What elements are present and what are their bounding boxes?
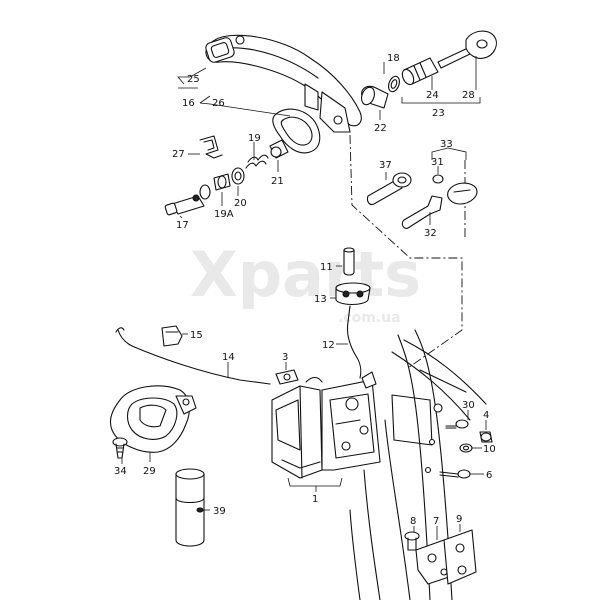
watermark-main: Xparts xyxy=(190,238,421,311)
callout-23: 23 xyxy=(432,108,445,119)
handle-gasket xyxy=(272,108,321,154)
leader-lines xyxy=(121,56,487,540)
callout-9: 9 xyxy=(456,514,462,525)
callout-12: 12 xyxy=(322,340,335,351)
lock-small-parts xyxy=(164,135,289,216)
callout-7: 7 xyxy=(433,516,439,527)
callout-22: 22 xyxy=(374,123,387,134)
callout-26: 26 xyxy=(212,98,225,109)
callout-19a: 19A xyxy=(214,209,234,220)
callout-15: 15 xyxy=(190,330,203,341)
callout-18: 18 xyxy=(387,53,400,64)
inner-handle xyxy=(109,385,197,453)
callout-16: 16 xyxy=(182,98,195,109)
callout-25: 25 xyxy=(187,74,200,85)
door-frame xyxy=(349,329,487,600)
mounting-hardware xyxy=(439,419,493,479)
grease-can xyxy=(175,468,205,547)
clip-15 xyxy=(161,325,183,347)
callout-37: 37 xyxy=(379,160,392,171)
callout-14: 14 xyxy=(222,352,235,363)
lever-3 xyxy=(275,369,299,385)
callout-39: 39 xyxy=(213,506,226,517)
door-lock-assembly xyxy=(271,371,381,479)
screw-34 xyxy=(112,437,128,459)
callout-3: 3 xyxy=(282,352,288,363)
callout-8: 8 xyxy=(410,516,416,527)
callout-34: 34 xyxy=(114,466,127,477)
callout-27: 27 xyxy=(172,149,185,160)
watermark-sub: .com.ua xyxy=(338,310,401,326)
callout-31: 31 xyxy=(431,157,444,168)
callout-20: 20 xyxy=(234,198,247,209)
callout-32: 32 xyxy=(424,228,437,239)
callout-30: 30 xyxy=(462,400,475,411)
lock-knob-parts xyxy=(335,247,371,379)
callout-6: 6 xyxy=(486,470,492,481)
callout-33: 33 xyxy=(440,139,453,150)
watermark: Xparts .com.ua xyxy=(190,238,421,326)
callout-24: 24 xyxy=(426,90,439,101)
callout-1: 1 xyxy=(312,494,318,505)
callout-28: 28 xyxy=(462,90,475,101)
rod-14 xyxy=(115,327,271,385)
callout-13: 13 xyxy=(314,294,327,305)
callout-17: 17 xyxy=(176,220,189,231)
callout-labels: 25 16 26 27 19 21 20 19A 17 18 22 24 28 … xyxy=(114,53,496,527)
callout-4: 4 xyxy=(483,410,489,421)
callout-19: 19 xyxy=(248,133,261,144)
outer-door-handle xyxy=(205,34,362,133)
callout-21: 21 xyxy=(271,176,284,187)
lock-cylinder-parts xyxy=(361,30,497,109)
callout-11: 11 xyxy=(320,262,333,273)
keys-and-caps xyxy=(366,172,478,229)
callout-29: 29 xyxy=(143,466,156,477)
callout-10: 10 xyxy=(483,444,496,455)
striker-assembly xyxy=(404,529,477,585)
